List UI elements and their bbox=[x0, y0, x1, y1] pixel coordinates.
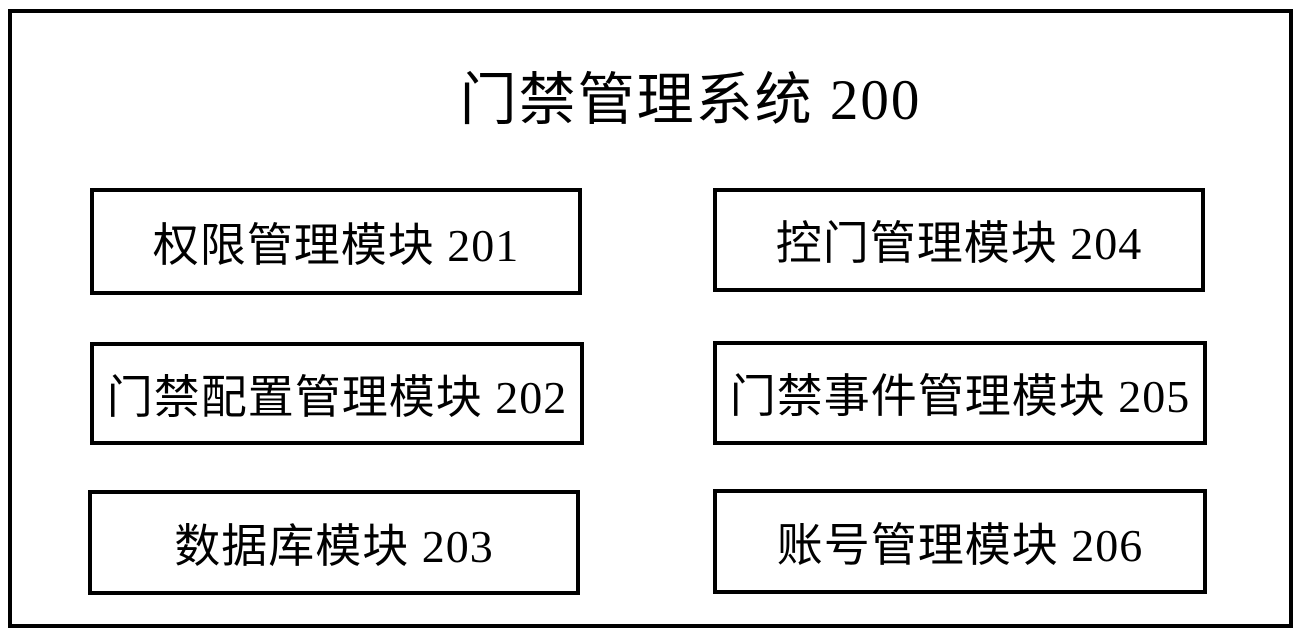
system-boundary-frame: 门禁管理系统 200 权限管理模块 201 门禁配置管理模块 202 数据库模块… bbox=[8, 9, 1293, 628]
module-box-202-access-config-management: 门禁配置管理模块 202 bbox=[90, 342, 584, 445]
module-box-203-database: 数据库模块 203 bbox=[88, 490, 580, 595]
diagram-title: 门禁管理系统 200 bbox=[459, 69, 922, 132]
module-box-206-account-management: 账号管理模块 206 bbox=[713, 489, 1207, 594]
module-box-205-access-event-management: 门禁事件管理模块 205 bbox=[713, 341, 1207, 445]
module-box-201-permission-management: 权限管理模块 201 bbox=[90, 188, 582, 295]
module-box-204-door-control-management: 控门管理模块 204 bbox=[713, 188, 1205, 292]
